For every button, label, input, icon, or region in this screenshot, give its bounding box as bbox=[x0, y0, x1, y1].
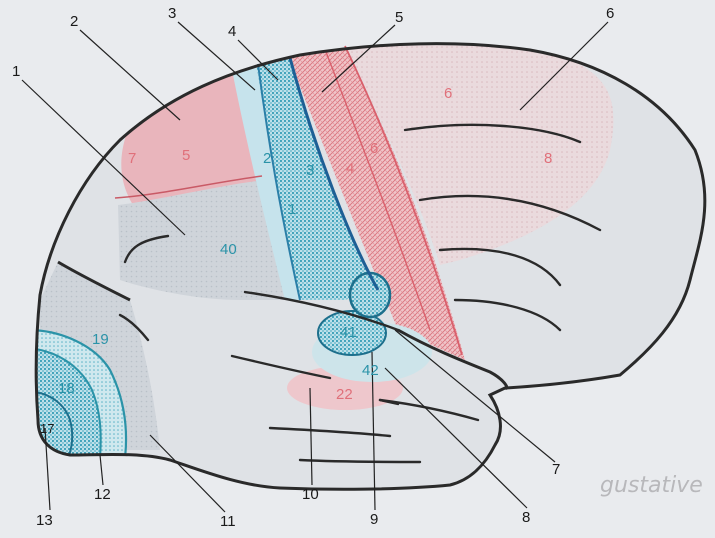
area-label-22: 22 bbox=[336, 386, 353, 403]
area-label-17: 17 bbox=[40, 421, 54, 436]
area-label-41: 41 bbox=[340, 324, 357, 341]
callout-9: 9 bbox=[370, 511, 378, 528]
callout-4: 4 bbox=[228, 23, 236, 40]
callout-11: 11 bbox=[220, 513, 236, 530]
area-41-inner bbox=[350, 273, 390, 317]
callout-8: 8 bbox=[522, 509, 530, 526]
callout-3: 3 bbox=[168, 5, 176, 22]
area-label-8: 8 bbox=[544, 150, 552, 167]
area-label-5-parietal: 5 bbox=[182, 147, 190, 164]
area-label-19: 19 bbox=[92, 331, 109, 348]
area-label-6-precentral: 6 bbox=[370, 140, 378, 157]
callout-5: 5 bbox=[395, 9, 403, 26]
area-label-7: 7 bbox=[128, 150, 136, 167]
area-label-42: 42 bbox=[362, 362, 379, 379]
callout-2: 2 bbox=[70, 13, 78, 30]
handwritten-note: gustative bbox=[600, 473, 703, 498]
callout-13: 13 bbox=[36, 512, 53, 529]
area-label-1: 1 bbox=[288, 201, 296, 218]
area-label-3: 3 bbox=[306, 162, 314, 179]
callout-12: 12 bbox=[94, 486, 111, 503]
area-label-18: 18 bbox=[58, 380, 75, 397]
area-label-2: 2 bbox=[263, 150, 271, 167]
callout-7: 7 bbox=[552, 461, 560, 478]
area-label-40: 40 bbox=[220, 241, 237, 258]
area-label-6-frontal: 6 bbox=[444, 85, 452, 102]
callout-10: 10 bbox=[302, 486, 319, 503]
callout-1: 1 bbox=[12, 63, 20, 80]
callout-6: 6 bbox=[606, 5, 614, 22]
area-label-4: 4 bbox=[346, 160, 354, 177]
